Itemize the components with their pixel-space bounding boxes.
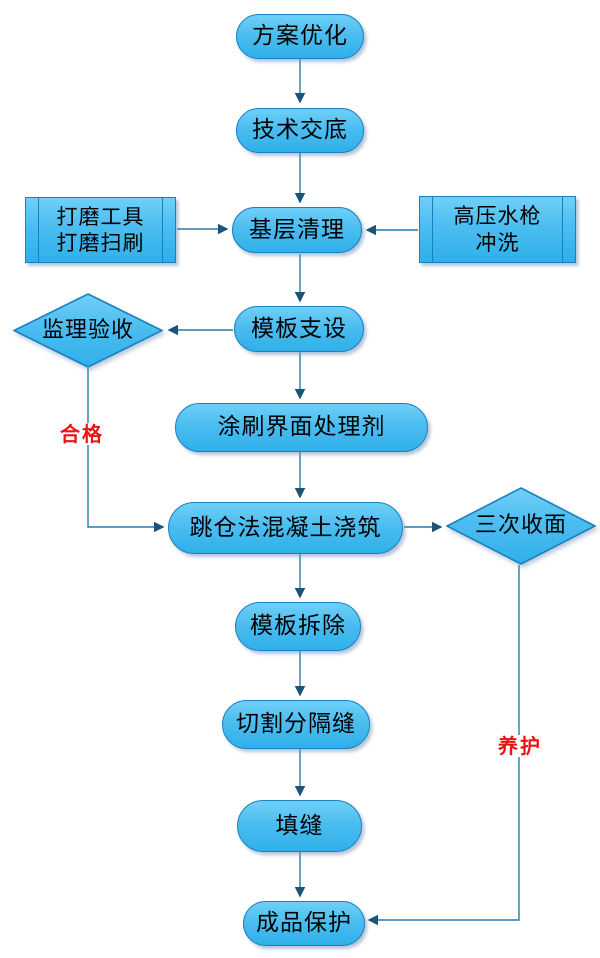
node-label: 涂刷界面处理剂 xyxy=(217,414,386,441)
diamond-shape xyxy=(446,487,596,565)
node-high-pressure-water-gun: 高压水枪 冲洗 xyxy=(419,196,576,263)
diamond-shape xyxy=(13,293,163,368)
node-label: 成品保护 xyxy=(256,910,352,937)
node-label: 方案优化 xyxy=(252,23,348,50)
node-label: 填缝 xyxy=(275,812,324,839)
node-grinding-tools: 打磨工具 打磨扫刷 xyxy=(25,197,176,263)
predefined-process-right-bar xyxy=(162,198,163,262)
edge-label-qualified: 合格 xyxy=(58,422,106,446)
node-plan-optimization: 方案优化 xyxy=(236,14,364,59)
predefined-process-right-bar xyxy=(562,197,563,262)
node-jump-bin-concrete-pouring: 跳仓法混凝土浇筑 xyxy=(168,502,403,554)
node-finished-product-protection: 成品保护 xyxy=(243,901,365,946)
node-label: 监理验收 xyxy=(41,317,134,343)
node-formwork-erection: 模板支设 xyxy=(234,306,364,352)
node-base-cleaning: 基层清理 xyxy=(232,207,362,253)
node-technical-disclosure: 技术交底 xyxy=(236,108,364,153)
node-label: 高压水枪 冲洗 xyxy=(453,204,542,255)
node-label: 技术交底 xyxy=(252,117,348,144)
node-label: 打磨工具 打磨扫刷 xyxy=(56,204,145,255)
node-label: 基层清理 xyxy=(249,216,345,243)
node-third-surface-finishing: 三次收面 xyxy=(446,487,596,565)
node-supervision-acceptance: 监理验收 xyxy=(13,293,163,368)
node-joint-filling: 填缝 xyxy=(237,800,362,852)
node-label: 三次收面 xyxy=(474,513,567,539)
node-label: 切割分隔缝 xyxy=(236,711,356,738)
node-cut-separation-joint: 切割分隔缝 xyxy=(222,700,370,749)
predefined-process-left-bar xyxy=(38,198,39,262)
node-label: 模板拆除 xyxy=(250,613,346,640)
edge-label-curing: 养护 xyxy=(496,734,544,758)
node-label: 跳仓法混凝土浇筑 xyxy=(189,514,382,541)
node-interface-agent-coating: 涂刷界面处理剂 xyxy=(175,403,428,452)
node-formwork-removal: 模板拆除 xyxy=(235,602,361,651)
node-label: 模板支设 xyxy=(251,315,347,342)
predefined-process-left-bar xyxy=(432,197,433,262)
